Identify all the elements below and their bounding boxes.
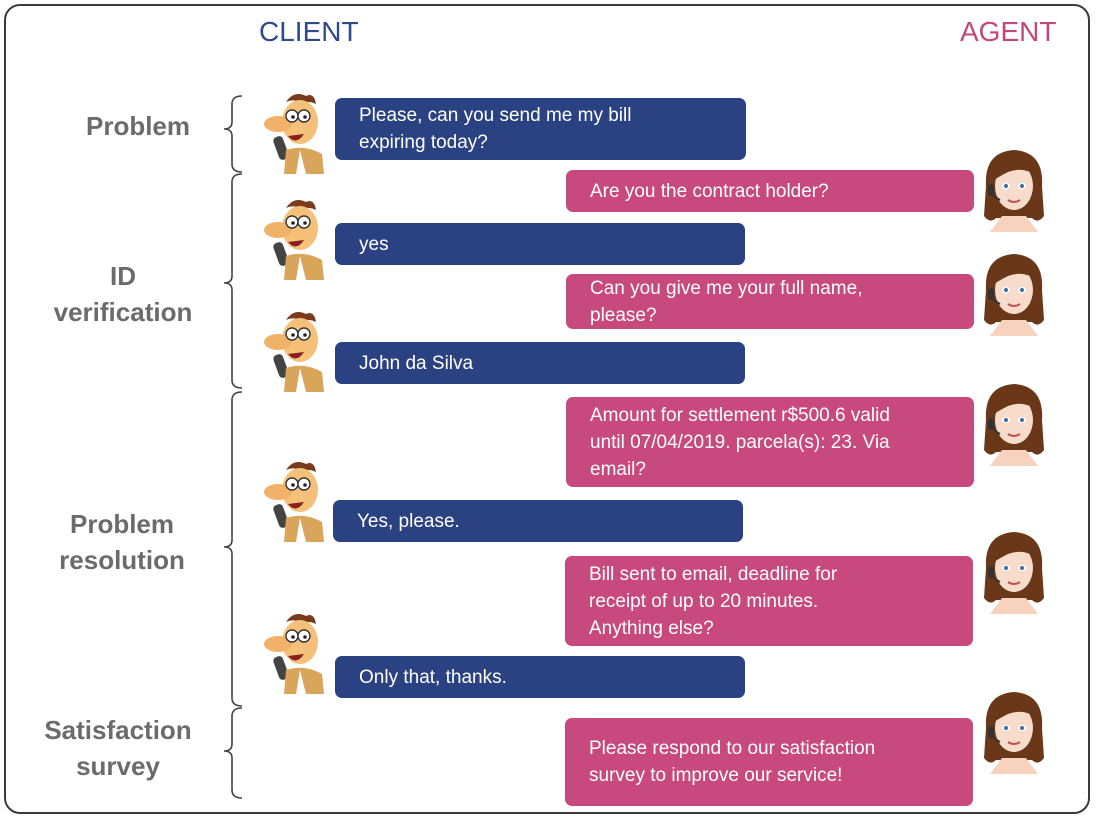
agent-avatar-icon xyxy=(983,149,1045,232)
client-avatar-icon xyxy=(263,93,325,174)
client-message: Yes, please. xyxy=(333,500,743,542)
bracket-satisfaction-survey xyxy=(223,707,243,799)
phase-satisfaction-survey: Satisfaction survey xyxy=(44,715,192,781)
client-avatar-icon xyxy=(263,311,325,392)
bracket-id-verification xyxy=(223,173,243,389)
agent-message: Bill sent to email, deadline for receipt… xyxy=(565,556,973,646)
agent-message: Are you the contract holder? xyxy=(566,170,974,212)
client-message: John da Silva xyxy=(335,342,745,384)
agent-message: Please respond to our satisfaction surve… xyxy=(565,718,973,806)
bracket-problem xyxy=(223,95,243,173)
agent-avatar-icon xyxy=(983,691,1045,774)
agent-message: Amount for settlement r$500.6 valid unti… xyxy=(566,397,974,487)
bracket-problem-resolution xyxy=(223,391,243,707)
phase-id-verification: ID verification xyxy=(53,261,193,327)
agent-avatar-icon xyxy=(983,383,1045,466)
client-avatar-icon xyxy=(263,461,325,542)
phase-problem: Problem xyxy=(85,111,191,141)
client-message: Please, can you send me my bill expiring… xyxy=(335,98,746,160)
agent-header: AGENT xyxy=(960,16,1057,47)
client-header: CLIENT xyxy=(259,16,359,47)
agent-avatar-icon xyxy=(983,531,1045,614)
client-message: Only that, thanks. xyxy=(335,656,745,698)
agent-avatar-icon xyxy=(983,253,1045,336)
client-message: yes xyxy=(335,223,745,265)
client-avatar-icon xyxy=(263,199,325,280)
agent-message: Can you give me your full name, please? xyxy=(566,274,974,329)
phase-problem-resolution: Problem resolution xyxy=(59,509,185,575)
client-avatar-icon xyxy=(263,613,325,694)
